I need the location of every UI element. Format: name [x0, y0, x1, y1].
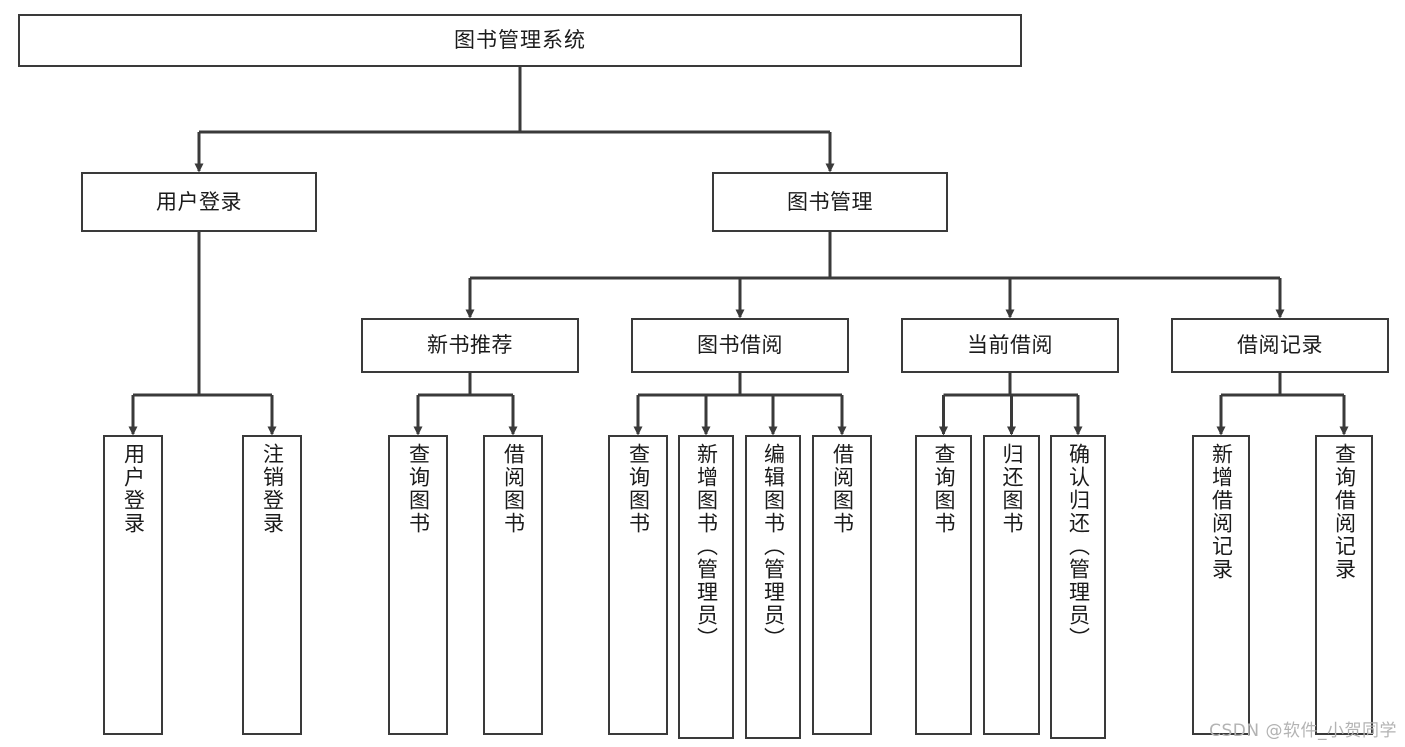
node-label: 当前借阅 — [967, 333, 1053, 358]
node-leaf-b-add[interactable]: 新增图书（管理员） — [678, 435, 734, 739]
node-leaf-user-logout[interactable]: 注销登录 — [242, 435, 302, 735]
node-leaf-new-borrow[interactable]: 借阅图书 — [483, 435, 543, 735]
node-leaf-c-query[interactable]: 查询图书 — [915, 435, 972, 735]
node-label: 新增图书（管理员） — [694, 443, 719, 650]
node-l3-record[interactable]: 借阅记录 — [1171, 318, 1389, 373]
node-label: 新增借阅记录 — [1209, 443, 1234, 581]
node-l2-user[interactable]: 用户登录 — [81, 172, 317, 232]
node-label: 查询图书 — [406, 443, 431, 535]
node-label: 借阅记录 — [1237, 333, 1323, 358]
node-leaf-b-lend[interactable]: 借阅图书 — [812, 435, 872, 735]
node-root[interactable]: 图书管理系统 — [18, 14, 1022, 67]
node-label: 借阅图书 — [830, 443, 855, 535]
node-label: 归还图书 — [1000, 443, 1024, 535]
node-leaf-c-return[interactable]: 归还图书 — [983, 435, 1040, 735]
node-leaf-r-add[interactable]: 新增借阅记录 — [1192, 435, 1250, 735]
node-label: 图书借阅 — [697, 333, 783, 358]
node-label: 图书管理系统 — [454, 28, 586, 53]
node-label: 查询借阅记录 — [1332, 443, 1357, 581]
node-label: 注销登录 — [260, 443, 285, 535]
node-label: 查询图书 — [626, 443, 651, 535]
node-label: 借阅图书 — [501, 443, 526, 535]
node-leaf-b-query[interactable]: 查询图书 — [608, 435, 668, 735]
node-label: 新书推荐 — [427, 333, 513, 358]
node-leaf-b-edit[interactable]: 编辑图书（管理员） — [745, 435, 801, 739]
edge-group — [128, 67, 1349, 436]
node-label: 图书管理 — [787, 189, 873, 214]
node-label: 用户登录 — [156, 189, 242, 214]
watermark-label: CSDN @软件_小贺同学 — [1209, 721, 1397, 741]
node-l3-new[interactable]: 新书推荐 — [361, 318, 579, 373]
node-leaf-new-query[interactable]: 查询图书 — [388, 435, 448, 735]
node-label: 用户登录 — [121, 443, 146, 535]
node-label: 确认归还（管理员） — [1066, 443, 1091, 650]
node-l3-borrow[interactable]: 图书借阅 — [631, 318, 849, 373]
node-leaf-user-login[interactable]: 用户登录 — [103, 435, 163, 735]
node-label: 查询图书 — [932, 443, 956, 535]
node-l3-current[interactable]: 当前借阅 — [901, 318, 1119, 373]
node-leaf-c-confirm[interactable]: 确认归还（管理员） — [1050, 435, 1106, 739]
node-label: 编辑图书（管理员） — [761, 443, 786, 650]
node-l2-book[interactable]: 图书管理 — [712, 172, 948, 232]
node-leaf-r-query[interactable]: 查询借阅记录 — [1315, 435, 1373, 735]
